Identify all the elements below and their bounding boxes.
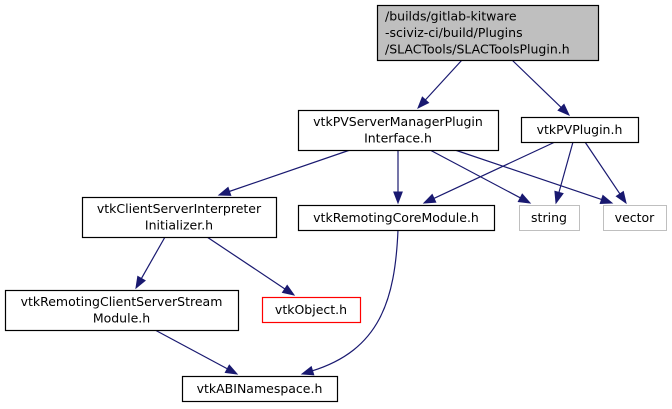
arrowhead-icon xyxy=(599,194,614,204)
node-label-line: vtkPVPlugin.h xyxy=(537,122,623,137)
edges-layer xyxy=(135,59,627,376)
edge-root-to-pvplugin xyxy=(511,59,571,116)
edge-line xyxy=(206,236,287,290)
edge-smpi-to-csii xyxy=(217,149,351,196)
nodes-layer: /builds/gitlab-kitware -sciviz-ci/build/P… xyxy=(4,4,667,403)
node-label-line: vtkRemotingClientServerStream xyxy=(21,294,223,309)
edge-line xyxy=(511,59,563,109)
node-label-line: vtkRemotingCoreModule.h xyxy=(313,210,479,225)
arrowhead-icon xyxy=(300,365,315,376)
edge-smpi-to-rcore xyxy=(393,150,403,205)
node-box xyxy=(4,289,240,332)
node-label-line: vtkClientServerInterpreter xyxy=(97,201,262,216)
node-box xyxy=(519,205,580,231)
edge-pvplugin-to-vector xyxy=(584,141,627,205)
node-label-line: Initializer.h xyxy=(145,218,213,233)
node-label-line: -sciviz-ci/build/Plugins xyxy=(385,25,523,40)
node-box xyxy=(603,205,667,231)
node-box xyxy=(261,296,362,324)
edge-csii-to-vtkobject xyxy=(206,236,296,296)
node-label-line: vtkPVServerManagerPlugin xyxy=(313,114,483,129)
edge-line xyxy=(311,229,399,372)
edge-smpi-to-vector xyxy=(454,149,614,204)
node-string[interactable]: string xyxy=(519,205,580,231)
edge-csii-to-rcss xyxy=(135,236,166,290)
node-root[interactable]: /builds/gitlab-kitware -sciviz-ci/build/P… xyxy=(376,4,600,62)
node-vector[interactable]: vector xyxy=(603,205,667,231)
node-abi[interactable]: vtkABINamespace.h xyxy=(181,375,339,403)
arrowhead-icon xyxy=(417,96,430,110)
node-box xyxy=(376,4,600,62)
arrowhead-icon xyxy=(281,284,296,296)
node-label-line: /SLACTools/SLACToolsPlugin.h xyxy=(385,41,570,56)
node-label-line: string xyxy=(531,210,567,225)
node-label-line: /builds/gitlab-kitware xyxy=(385,8,517,23)
edge-smpi-to-string xyxy=(429,149,532,204)
edge-pvplugin-to-string xyxy=(554,141,574,205)
node-label-line: vtkABINamespace.h xyxy=(197,381,323,396)
edge-line xyxy=(228,149,351,193)
node-box xyxy=(81,196,278,239)
edge-pvplugin-to-rcore xyxy=(422,141,556,204)
node-box xyxy=(520,116,640,144)
node-label-line: vtkObject.h xyxy=(275,302,347,317)
arrowhead-icon xyxy=(135,275,146,290)
node-label-line: Interface.h xyxy=(364,131,432,146)
node-label-line: Module.h xyxy=(93,311,150,326)
arrowhead-icon xyxy=(224,364,239,375)
edge-rcss-to-abi xyxy=(154,329,239,375)
edge-line xyxy=(140,236,166,280)
edge-line xyxy=(154,329,229,370)
node-box xyxy=(181,375,339,403)
arrowhead-icon xyxy=(554,190,564,205)
arrowhead-icon xyxy=(393,191,403,205)
edge-line xyxy=(584,141,621,196)
node-box xyxy=(297,204,496,232)
arrowhead-icon xyxy=(615,190,627,205)
arrowhead-icon xyxy=(422,193,437,204)
edge-root-to-smpi xyxy=(417,59,463,110)
arrowhead-icon xyxy=(517,193,532,204)
edge-line xyxy=(454,149,603,201)
arrowhead-icon xyxy=(217,186,232,196)
node-label-line: vector xyxy=(615,210,656,225)
node-vtkobject[interactable]: vtkObject.h xyxy=(261,296,362,324)
edge-line xyxy=(429,149,522,199)
edge-line xyxy=(424,59,463,102)
edge-line xyxy=(558,141,574,194)
node-box xyxy=(297,109,500,152)
arrowhead-icon xyxy=(557,103,571,116)
edge-line xyxy=(432,141,556,200)
node-pvplugin[interactable]: vtkPVPlugin.h xyxy=(520,116,640,144)
edge-rcore-to-abi xyxy=(300,229,399,376)
node-rcore[interactable]: vtkRemotingCoreModule.h xyxy=(297,204,496,232)
